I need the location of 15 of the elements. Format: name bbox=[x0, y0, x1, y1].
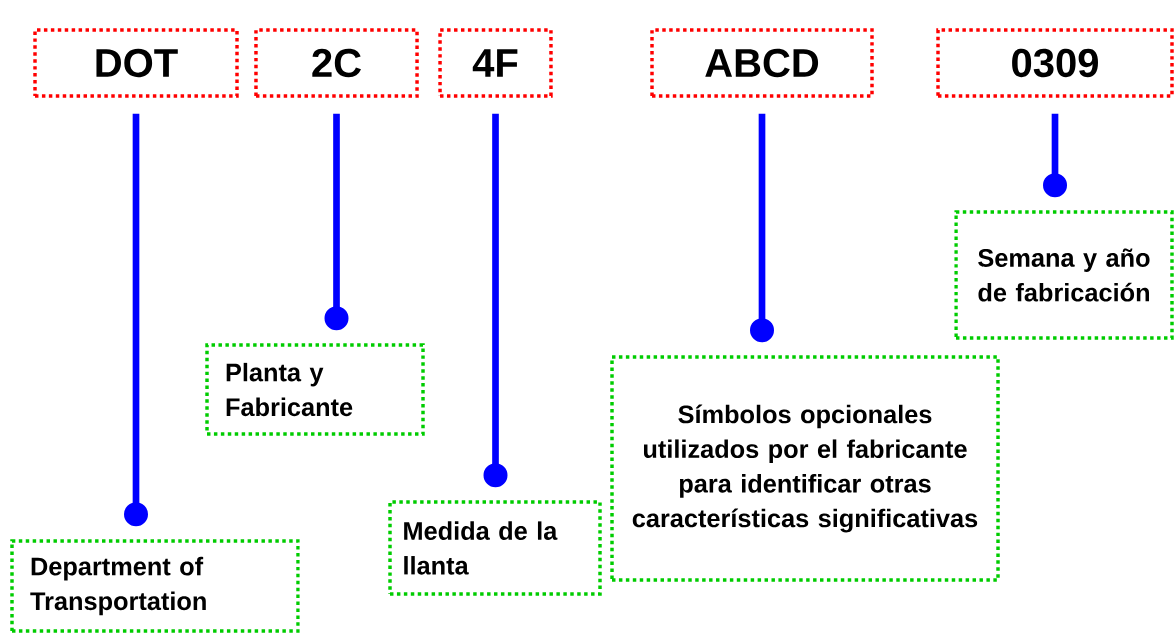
leader-line bbox=[483, 113, 508, 488]
code-box: 2C bbox=[254, 28, 419, 98]
code-box: ABCD bbox=[650, 28, 874, 98]
leader-line bbox=[324, 113, 349, 331]
leader-line bbox=[1043, 113, 1067, 198]
description-box: Semana y año de fabricación bbox=[954, 210, 1174, 340]
description-box: Planta y Fabricante bbox=[205, 343, 425, 436]
description-box: Símbolos opcionales utilizados por el fabricante para identificar otras características significativas bbox=[610, 355, 1000, 582]
leader-line bbox=[750, 113, 774, 343]
code-box: 0309 bbox=[936, 28, 1174, 98]
code-box: 4F bbox=[438, 28, 553, 98]
description-box: Medida de la llanta bbox=[388, 500, 602, 596]
code-box: DOT bbox=[33, 28, 239, 98]
description-box: Department of Transportation bbox=[10, 539, 300, 633]
leader-line bbox=[124, 113, 148, 527]
